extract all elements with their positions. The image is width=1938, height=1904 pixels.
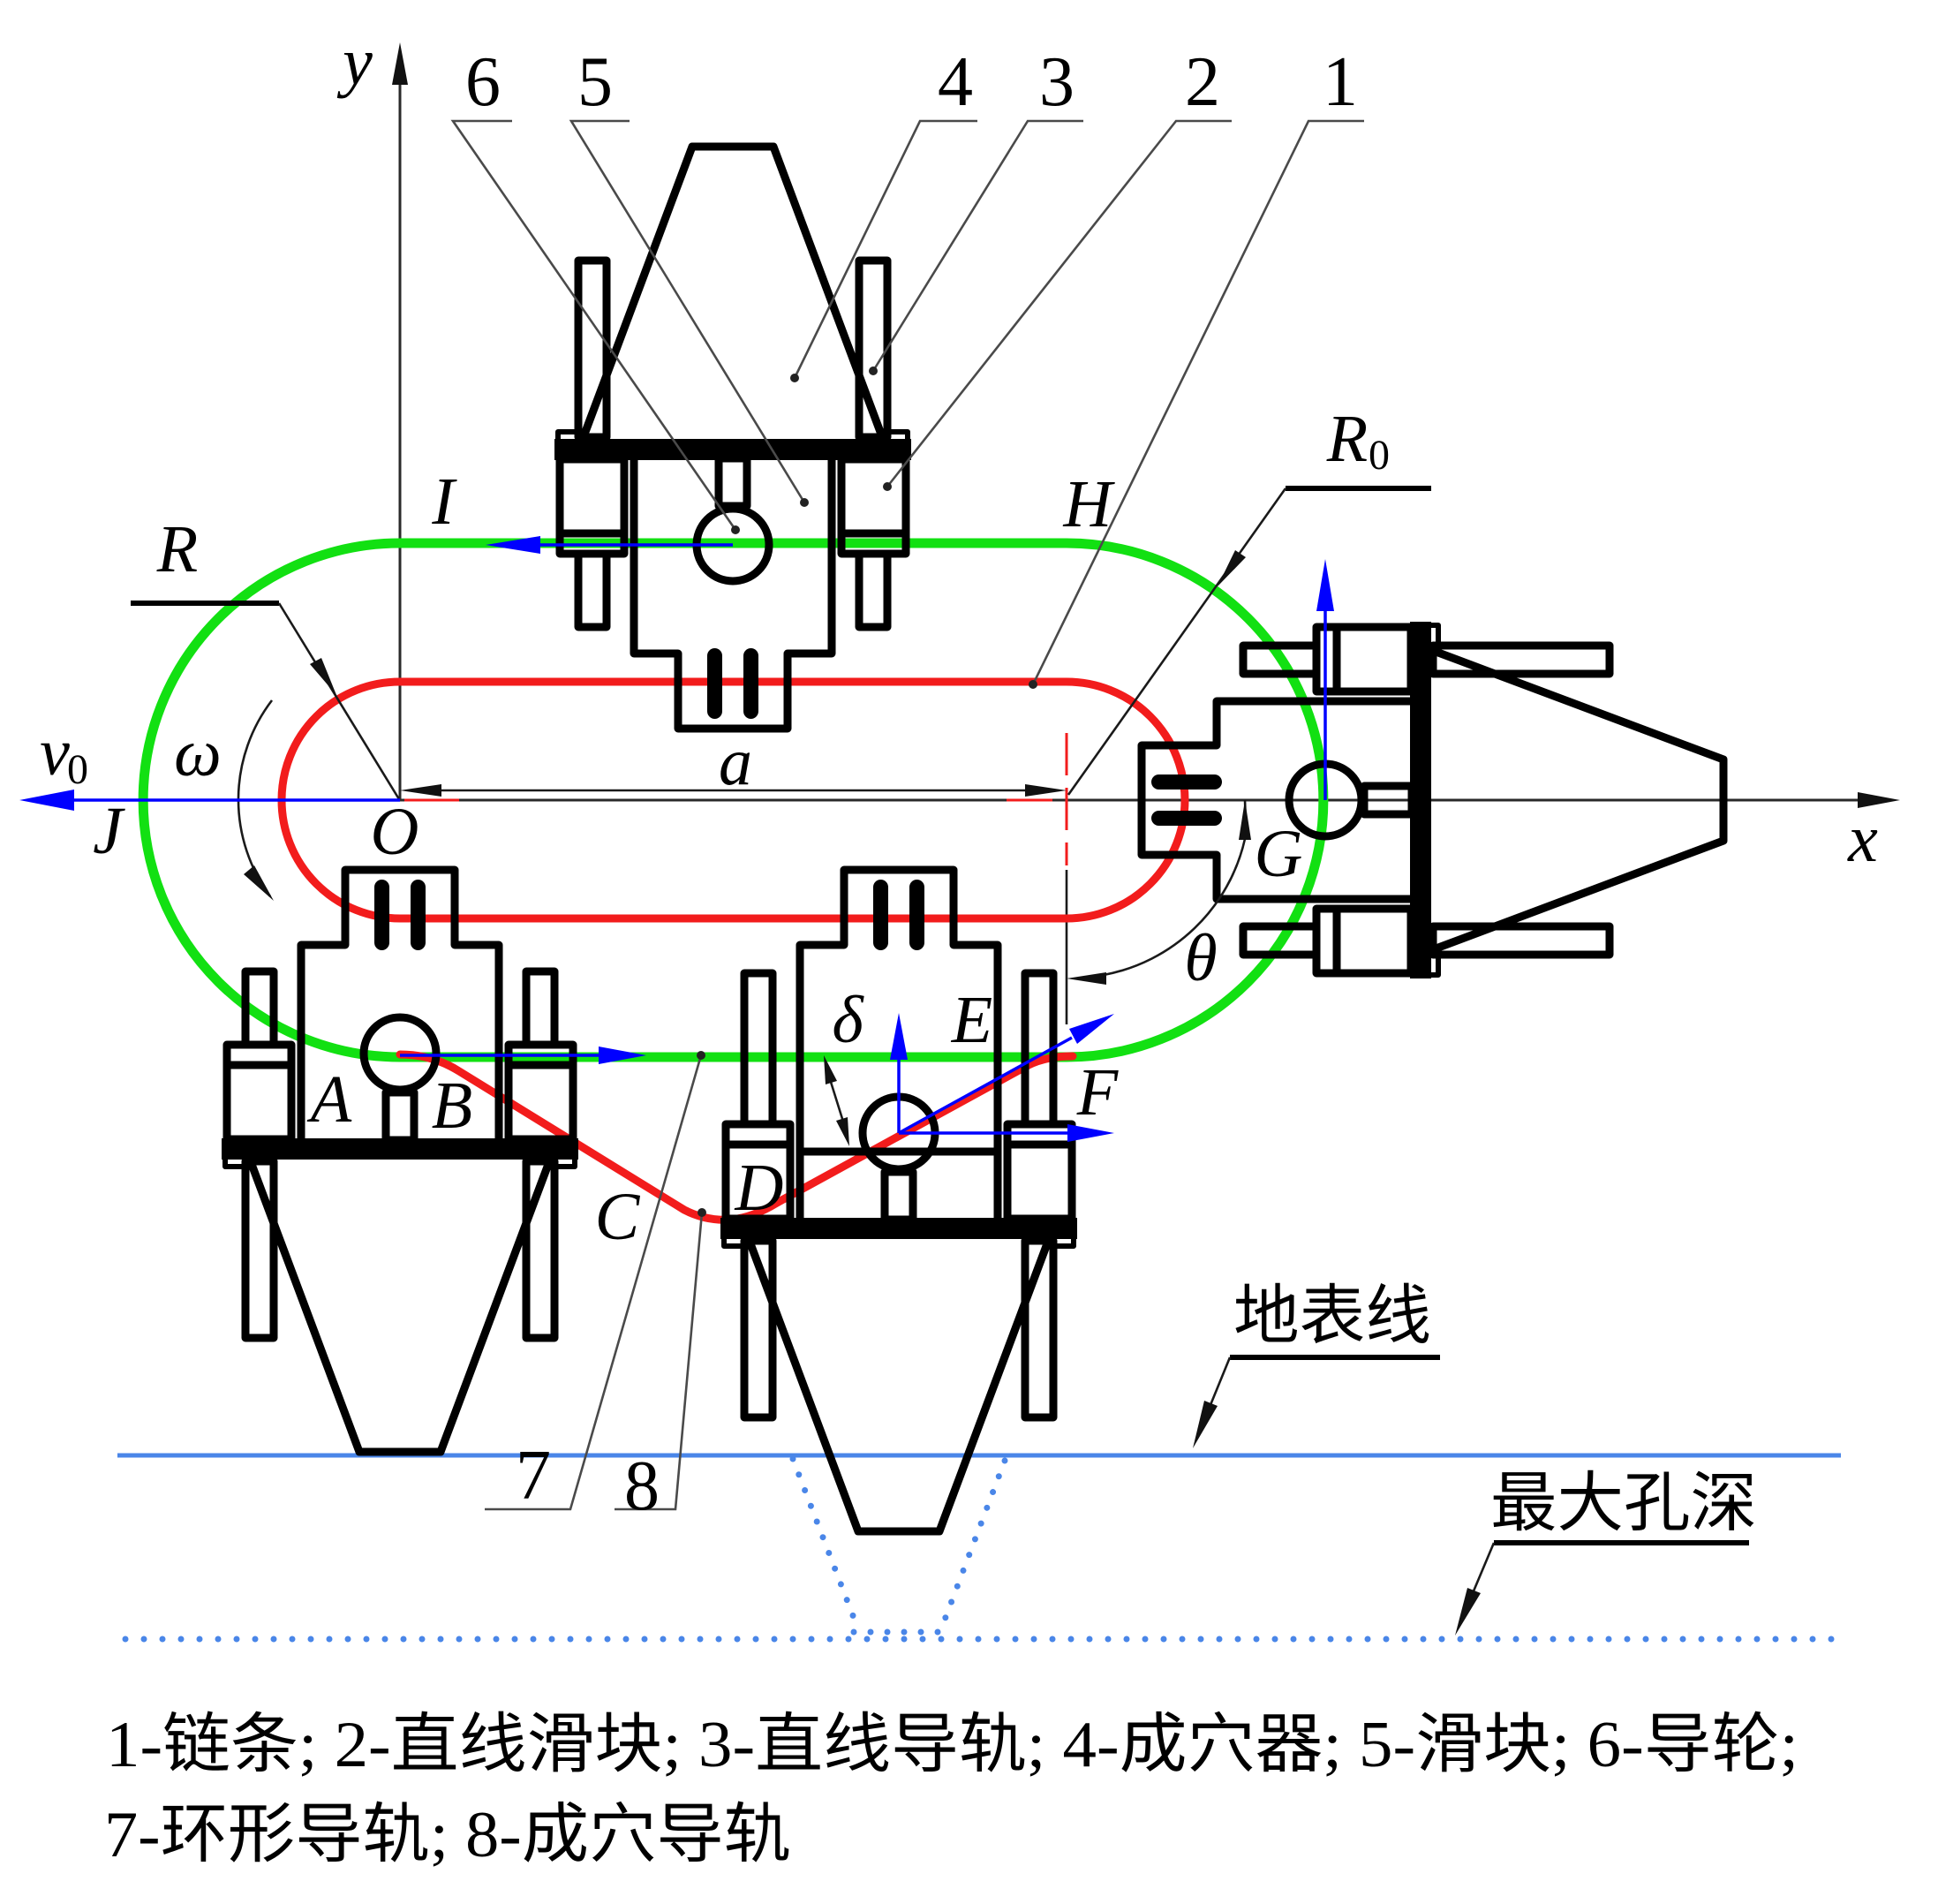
device-top [554, 147, 911, 729]
radius-R-label: R [156, 512, 198, 586]
callout-leader-7 [485, 1054, 703, 1511]
radius-R-arrowhead [310, 658, 336, 695]
device-bottom-left [222, 870, 578, 1452]
point-label-E: E [951, 983, 992, 1057]
part-number-3: 3 [1039, 43, 1075, 121]
callout-dot-7 [697, 1051, 705, 1060]
dimension-a-arrowhead-right [1025, 784, 1067, 797]
part-number-7: 7 [516, 1437, 551, 1515]
point-label-H: H [1063, 467, 1116, 541]
part-callout-leaders [450, 119, 1364, 1511]
dimension-a-label: a [719, 725, 752, 799]
chain-link-slot-right [909, 880, 924, 950]
angle-markers [237, 699, 1251, 1146]
part-number-1: 1 [1323, 43, 1358, 121]
point-label-J: J [93, 794, 125, 868]
radius-R0-subscript: 0 [1369, 432, 1390, 479]
chain-link-slot-left [873, 880, 888, 950]
point-label-B: B [432, 1069, 472, 1143]
callout-leader-8 [615, 1212, 704, 1511]
radius-R-leader [277, 602, 401, 800]
slider-body-extended [796, 865, 1002, 1223]
theta-arrowhead-top [1239, 800, 1251, 840]
part-number-8: 8 [624, 1447, 660, 1525]
part-number-4: 4 [938, 43, 973, 121]
part-number-6: 6 [465, 43, 501, 121]
point-label-F: F [1076, 1055, 1120, 1130]
callout-leader-2 [886, 119, 1232, 487]
velocity-arrowhead-A [599, 1046, 646, 1064]
max-depth-arrowhead [1455, 1588, 1481, 1636]
hole-profile-left [789, 1455, 857, 1621]
callout-dot-1 [1029, 680, 1037, 689]
chain-1 [277, 677, 1189, 923]
radius-R0-label: R [1326, 402, 1368, 476]
point-label-A: A [306, 1062, 352, 1137]
velocity-vector-E-resultant [898, 1036, 1073, 1135]
device-bottom-left-carriage [222, 1017, 578, 1452]
point-label-G: G [1255, 817, 1303, 891]
callout-dot-8 [698, 1208, 706, 1217]
ground-line-arrowhead [1193, 1401, 1218, 1448]
legend-line-1: 1-链条; 2-直线滑块; 3-直线导轨; 4-成穴器; 5-滑块; 6-导轮; [106, 1709, 1798, 1781]
point-label-C: C [595, 1180, 641, 1254]
point-label-D: D [735, 1151, 784, 1225]
annotation-leaders [1193, 1355, 1749, 1636]
angular-velocity-omega-label: ω [174, 716, 222, 790]
callout-leader-4 [793, 119, 977, 379]
point-label-I: I [431, 465, 457, 539]
symbol-labels: y x O I H J G A B C D E F R R 0 v 0 ω θ … [40, 25, 1878, 1254]
x-axis-arrowhead [1858, 792, 1900, 808]
velocity-arrowhead-E-resultant [1069, 1014, 1114, 1044]
y-axis-label: y [336, 25, 373, 99]
delta-arrowhead-top [824, 1055, 837, 1084]
part-number-5: 5 [577, 43, 613, 121]
velocity-vectors [19, 536, 1334, 1142]
omega-rotation-arc [237, 699, 274, 897]
theta-arc [1103, 838, 1247, 977]
callout-leader-3 [871, 119, 1083, 372]
callout-dot-6 [731, 525, 740, 534]
radius-leaders [131, 486, 1431, 800]
part-number-2: 2 [1185, 43, 1220, 121]
radius-R0-leader [1067, 487, 1287, 796]
x-axis-label: x [1847, 802, 1878, 876]
v0-arrowhead [19, 790, 74, 811]
y-axis-arrowhead [392, 42, 408, 85]
max-hole-depth-label: 最大孔深 [1490, 1468, 1757, 1540]
angle-theta-label: θ [1184, 921, 1217, 995]
velocity-v0-label: v [40, 715, 70, 790]
radius-R0-arrowhead [1218, 550, 1246, 586]
theta-arrowhead-bottom [1067, 972, 1106, 985]
linear-rail-upper-left [740, 969, 777, 1129]
hole-profile-right [941, 1457, 1008, 1623]
velocity-arrowhead-E-horizontal [1067, 1124, 1114, 1142]
part-numbers: 1 2 3 4 5 6 7 8 [465, 43, 1358, 1525]
dimension-a [400, 784, 1067, 797]
callout-dot-2 [883, 482, 892, 491]
velocity-v0-subscript: 0 [67, 746, 88, 793]
legend-line-2: 7-环形导轨; 8-成穴导轨 [104, 1799, 791, 1871]
ground-line-label: 地表线 [1233, 1281, 1431, 1353]
callout-dot-5 [800, 498, 809, 507]
omega-arrowhead [244, 865, 274, 901]
parts-legend: 1-链条; 2-直线滑块; 3-直线导轨; 4-成穴器; 5-滑块; 6-导轮;… [104, 1709, 1798, 1871]
callout-leader-5 [569, 119, 806, 503]
velocity-arrowhead-G [1316, 559, 1334, 611]
velocity-arrowhead-E-vertical [890, 1013, 908, 1060]
dimension-a-arrowhead-left [400, 784, 441, 797]
angle-delta-label: δ [832, 983, 864, 1057]
device-top-carriage [554, 147, 911, 581]
velocity-arrowhead-I [486, 536, 540, 554]
callout-dot-4 [790, 374, 799, 382]
delta-angle-line [828, 1078, 845, 1122]
callout-dot-3 [869, 366, 878, 375]
origin-label: O [371, 795, 419, 869]
callout-leader-1 [1031, 119, 1364, 685]
delta-arrowhead-bottom [836, 1117, 849, 1146]
callout-leader-6 [450, 119, 737, 531]
